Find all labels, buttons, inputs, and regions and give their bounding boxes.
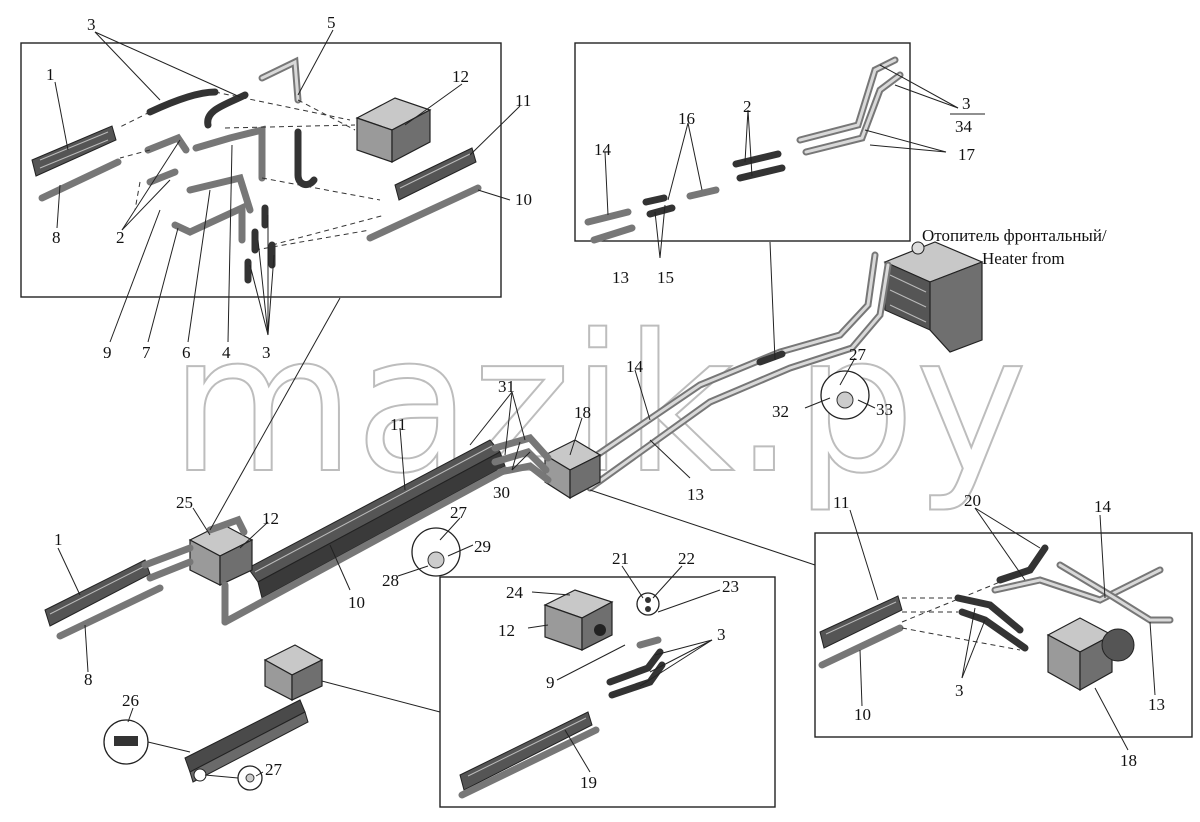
callout-27: 27 bbox=[450, 503, 468, 522]
callout-27: 27 bbox=[849, 345, 867, 364]
tl-heater-12 bbox=[355, 97, 432, 163]
callout-5: 5 bbox=[327, 13, 336, 32]
tl-radiator-11 bbox=[366, 147, 482, 242]
tl-radiator-1 bbox=[31, 125, 122, 202]
callout-7: 7 bbox=[142, 343, 151, 362]
tl-dashed-connections bbox=[117, 91, 386, 251]
tr-leaders bbox=[604, 64, 985, 259]
main-pipes bbox=[571, 251, 892, 492]
br-parts bbox=[818, 544, 1174, 692]
callout-22: 22 bbox=[678, 549, 695, 568]
callout-1: 1 bbox=[54, 530, 63, 549]
main-heater-18 bbox=[543, 439, 602, 500]
callout-26: 26 bbox=[122, 691, 139, 710]
callout-13: 13 bbox=[687, 485, 704, 504]
callout-1: 1 bbox=[46, 65, 55, 84]
callout-12: 12 bbox=[452, 67, 469, 86]
callout-4: 4 bbox=[222, 343, 231, 362]
callout-8: 8 bbox=[52, 228, 61, 247]
callout-10: 10 bbox=[348, 593, 365, 612]
callout-34: 34 bbox=[955, 117, 973, 136]
main-radiator-11 bbox=[221, 439, 509, 626]
callout-3: 3 bbox=[955, 681, 964, 700]
bottom-left-assembly bbox=[103, 644, 324, 791]
callout-29: 29 bbox=[474, 537, 491, 556]
main-hoses-30-31 bbox=[491, 434, 552, 484]
callout-9: 9 bbox=[103, 343, 112, 362]
callout-12: 12 bbox=[498, 621, 515, 640]
callout-10: 10 bbox=[854, 705, 871, 724]
callout-33: 33 bbox=[876, 400, 893, 419]
main-heater-25 bbox=[188, 515, 254, 626]
callout-6: 6 bbox=[182, 343, 191, 362]
callout-10: 10 bbox=[515, 190, 532, 209]
callout-11: 11 bbox=[515, 91, 531, 110]
heater-label-line2: Heater from bbox=[982, 249, 1065, 268]
main-radiator-1 bbox=[44, 544, 194, 640]
callout-8: 8 bbox=[84, 670, 93, 689]
callout-3: 3 bbox=[962, 94, 971, 113]
callout-3-bottom: 3 bbox=[262, 343, 271, 362]
bc-leaders bbox=[527, 565, 721, 773]
tl-hoses bbox=[144, 56, 318, 284]
callout-14: 14 bbox=[594, 140, 612, 159]
callout-16: 16 bbox=[678, 109, 695, 128]
callout-31: 31 bbox=[498, 377, 515, 396]
callout-11: 11 bbox=[833, 493, 849, 512]
callout-2: 2 bbox=[116, 228, 125, 247]
tr-parts bbox=[584, 56, 904, 244]
callout-18: 18 bbox=[1120, 751, 1137, 770]
callout-9: 9 bbox=[546, 673, 555, 692]
callout-21: 21 bbox=[612, 549, 629, 568]
callout-11: 11 bbox=[390, 415, 406, 434]
callout-13: 13 bbox=[1148, 695, 1165, 714]
front-heater bbox=[883, 241, 984, 353]
callout-18: 18 bbox=[574, 403, 591, 422]
callout-17: 17 bbox=[958, 145, 976, 164]
callout-15: 15 bbox=[657, 268, 674, 287]
callout-3: 3 bbox=[717, 625, 726, 644]
callout-13: 13 bbox=[612, 268, 629, 287]
main-circles bbox=[411, 370, 870, 577]
callout-32: 32 bbox=[772, 402, 789, 421]
callout-14: 14 bbox=[626, 357, 644, 376]
callout-3: 3 bbox=[87, 15, 96, 34]
main-leaders bbox=[57, 241, 876, 713]
callout-20: 20 bbox=[964, 491, 981, 510]
callout-24: 24 bbox=[506, 583, 524, 602]
callout-14: 14 bbox=[1094, 497, 1112, 516]
br-leaders bbox=[849, 507, 1156, 751]
callout-23: 23 bbox=[722, 577, 739, 596]
callout-12: 12 bbox=[262, 509, 279, 528]
bc-parts bbox=[458, 589, 666, 799]
callout-19: 19 bbox=[580, 773, 597, 792]
callout-2: 2 bbox=[743, 97, 752, 116]
callout-27: 27 bbox=[265, 760, 283, 779]
callout-25: 25 bbox=[176, 493, 193, 512]
callout-28: 28 bbox=[382, 571, 399, 590]
callout-30: 30 bbox=[493, 483, 510, 502]
heater-label-line1: Отопитель фронтальный/ bbox=[922, 226, 1107, 245]
tl-leaders bbox=[54, 29, 521, 343]
